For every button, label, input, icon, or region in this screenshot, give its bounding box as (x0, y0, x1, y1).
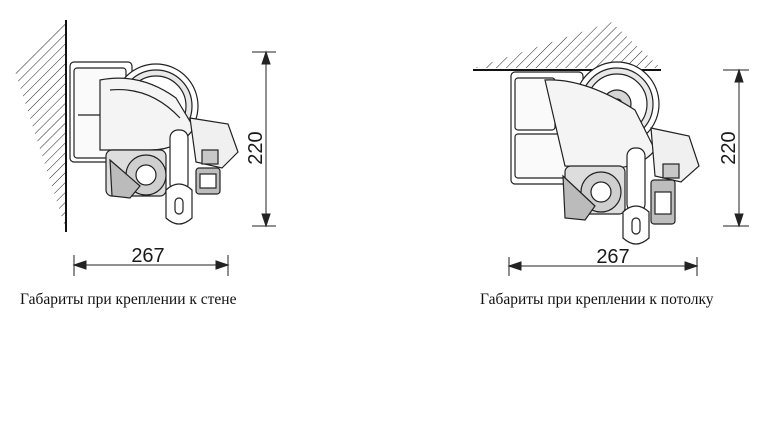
wall-mount-diagram: 220 267 (14, 20, 276, 276)
device-wall-mounted (69, 61, 239, 225)
ceiling-surface (473, 22, 661, 71)
ceiling-mount-diagram: 220 267 (473, 22, 749, 276)
height-dimension-label: 220 (245, 131, 267, 164)
width-dimension-label: 267 (131, 245, 164, 267)
ceiling-mount-caption: Габариты при креплении к потолку (480, 291, 714, 308)
width-dimension-label: 267 (596, 246, 629, 268)
height-dimension (252, 50, 276, 228)
wall-mount-caption: Габариты при креплении к стене (20, 291, 237, 308)
width-dimension (72, 255, 230, 276)
height-dimension (723, 68, 749, 228)
width-dimension (507, 257, 699, 276)
device-ceiling-mounted (510, 61, 700, 245)
height-dimension-label: 220 (718, 131, 740, 164)
wall-surface (14, 20, 67, 232)
